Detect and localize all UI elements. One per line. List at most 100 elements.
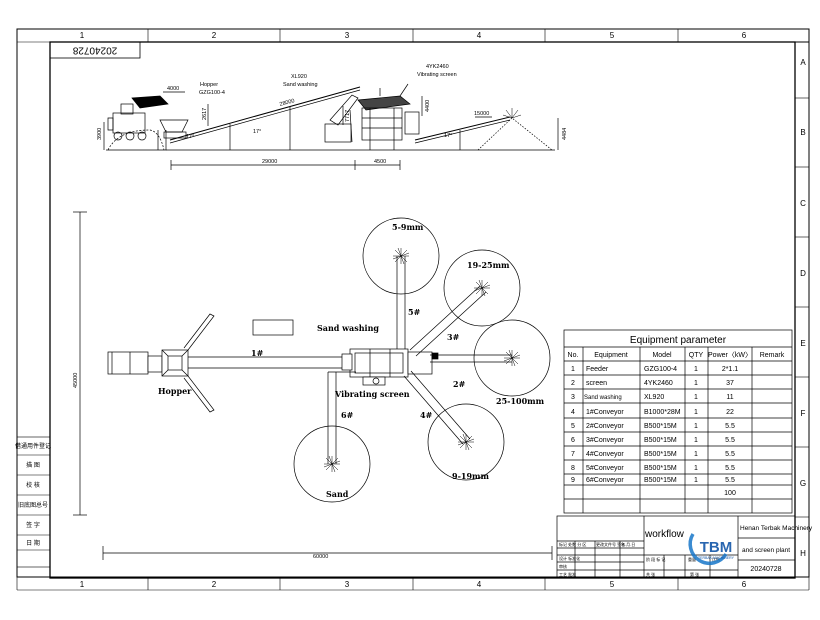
row-label-h: H [800,549,806,558]
discharge-bursts [323,247,521,473]
table-row-8-equipment: 5#Conveyor [586,465,624,472]
elev-vibrating-label: Vibrating screen [417,72,457,78]
table-row-5-equipment: 2#Conveyor [586,423,624,430]
elev-dim-29000: 29000 [262,159,277,165]
table-row-2-qty: 1 [694,380,698,387]
table-row-7-qty: 1 [694,451,698,458]
table-row-4-power: 22 [726,409,734,416]
row-label-g: G [800,479,806,488]
table-row-7-model: B500*15M [644,451,677,458]
table-header-remark: Remark [760,352,785,359]
stamp-sign: 签 字 [26,521,40,529]
table-header-power: Power〈kW〉 [708,351,752,359]
table-header-qty: QTY [689,352,704,359]
plan-dim-45000: 45000 [73,373,79,388]
plan-conveyor-6-label: 6# [341,410,354,420]
col-label-top-6: 6 [742,31,747,40]
table-row-8-qty: 1 [694,465,698,472]
table-row-6-no: 6 [571,437,575,444]
plan-conveyor-1-label: 1# [251,348,264,358]
elev-vibrating-model: 4YK2460 [426,64,449,70]
table-row-2-power: 37 [726,380,734,387]
tb-mark: 标记 处数 分 区 [559,541,586,547]
zone-columns-top [17,29,795,43]
table-row-4-no: 4 [571,409,575,416]
plan-dim-60000: 60000 [313,554,328,560]
plan-label-sand: Sand [326,489,349,499]
plan-conveyor-3 [409,285,481,351]
table-row-3-power: 11 [726,394,733,401]
inner-frame [49,41,796,579]
elev-dim-4484: 4484 [562,128,568,140]
title-company: Henan Terbak Machinery [740,525,813,532]
table-row-1-equipment: Feeder [586,366,609,373]
tb-process: 工艺 批准 [559,571,576,577]
tb-stage: 阶 段 标 记 [646,556,665,562]
table-row-4-equipment: 1#Conveyor [586,409,624,416]
plan-hopper-truck [107,351,149,375]
table-row-1-no: 1 [571,366,575,373]
title-block-grid [556,515,796,579]
stockpile-9-19mm [427,403,505,481]
tb-scale: 比例 [712,556,720,562]
outer-frame [16,28,810,578]
col-label-bottom-2: 2 [212,580,217,589]
table-row-2-equipment: screen [586,380,607,387]
elev-dim-4000: 4000 [167,86,179,92]
elev-dim-4500: 4500 [374,159,386,165]
drawing-number-box [49,41,141,59]
plan-label-25-100mm: 25-100mm [496,396,545,406]
plan-conveyor-2-label: 2# [453,379,466,389]
plan-sand-washing-label: Sand washing [317,323,379,333]
col-label-top-3: 3 [345,31,350,40]
title-plant: and screen plant [742,547,790,554]
left-stamp-table [16,436,51,568]
elev-hopper-label: Hopper [200,82,218,88]
col-label-top-1: 1 [80,31,85,40]
table-row-1-power: 2*1.1 [722,366,738,373]
tb-weight: 重量 [688,556,696,562]
col-label-top-5: 5 [610,31,615,40]
row-label-c: C [800,199,806,208]
drawing-number: 20240728 [72,44,117,55]
zone-columns-bottom [16,577,810,591]
elev-sand-washing-label: Sand washing [283,82,318,88]
table-row-4-qty: 1 [694,409,698,416]
stamp-date: 日 期 [26,539,40,547]
equipment-table-grid [563,329,793,514]
elev-dim-28000: 28000 [279,98,295,108]
elevation-vibrating-screen [357,83,420,150]
elev-angle-2: 17° [444,133,452,139]
elevation-conveyor-1 [169,86,361,141]
table-row-3-qty: 1 [694,394,698,401]
table-row-7-equipment: 4#Conveyor [586,451,624,458]
col-label-top-2: 2 [212,31,217,40]
elevation-view [103,83,559,170]
stockpile-sand [293,425,371,503]
stamp-reg: 借通用件登记 [15,442,51,450]
excavator-drawing [107,95,169,141]
table-header-equipment: Equipment [594,352,628,359]
tb-total-sheets: 共 张 [646,571,655,577]
table-row-6-equipment: 3#Conveyor [586,437,624,444]
table-row-8-no: 8 [571,465,575,472]
stamp-check: 校 核 [26,481,40,489]
table-row-9-equipment: 6#Conveyor [586,477,624,484]
table-row-9-qty: 1 [694,477,698,484]
plan-label-5-9mm: 5-9mm [392,222,424,232]
col-label-bottom-1: 1 [80,580,85,589]
plan-view [73,211,553,560]
elevation-conveyor-2 [414,116,511,141]
col-label-bottom-6: 6 [742,580,747,589]
elev-dim-7717: 7717 [345,110,351,122]
table-header-no: No. [568,352,579,359]
tb-sheet-no: 第 张 [690,571,699,577]
col-label-bottom-3: 3 [345,580,350,589]
elev-angle-3: 17° [186,134,194,140]
table-row-5-no: 5 [571,423,575,430]
stockpile-25-100mm [473,319,551,397]
stamp-draw: 描 图 [26,461,40,469]
table-row-7-power: 5.5 [725,451,735,458]
table-row-2-model: 4YK2460 [644,380,673,387]
logo-subtext: TERBAK MACHINERY [698,556,735,560]
